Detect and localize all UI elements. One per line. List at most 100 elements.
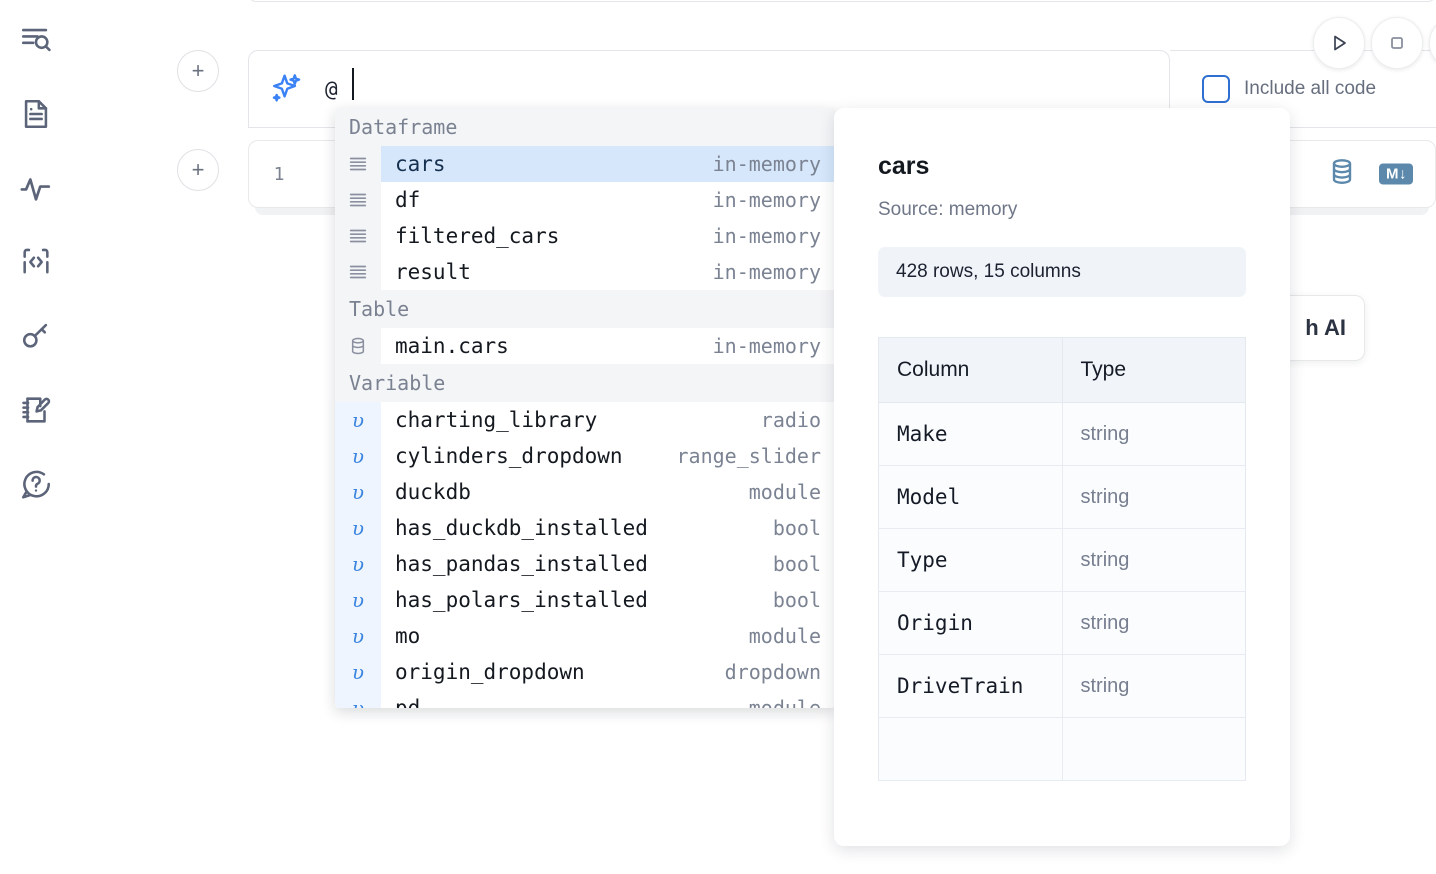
left-icon-rail bbox=[0, 0, 72, 874]
variable-icon: υ bbox=[335, 690, 381, 708]
detail-shape-badge: 428 rows, 15 columns bbox=[878, 247, 1246, 297]
activity-pulse-icon[interactable] bbox=[14, 166, 58, 210]
dataframe-icon bbox=[335, 254, 381, 290]
column-header-type: Type bbox=[1062, 337, 1246, 403]
plus-icon: + bbox=[191, 58, 205, 83]
dataframe-icon bbox=[335, 182, 381, 218]
autocomplete-item-name: cylinders_dropdown bbox=[395, 444, 623, 468]
column-header-column: Column bbox=[878, 337, 1063, 403]
autocomplete-item-name: duckdb bbox=[395, 480, 471, 504]
autocomplete-item-type: in-memory bbox=[712, 224, 821, 248]
document-icon[interactable] bbox=[14, 92, 58, 136]
column-name-cell: Type bbox=[878, 528, 1063, 592]
column-type-cell: string bbox=[1062, 591, 1246, 655]
column-type-cell: string bbox=[1062, 465, 1246, 529]
autocomplete-item-name: cars bbox=[395, 152, 446, 176]
autocomplete-item-type: module bbox=[748, 696, 821, 708]
autocomplete-item[interactable]: cars in-memory bbox=[335, 146, 835, 182]
autocomplete-item[interactable]: υ pd module bbox=[335, 690, 835, 708]
markdown-icon[interactable]: M↓ bbox=[1379, 163, 1413, 185]
autocomplete-item-name: main.cars bbox=[395, 334, 509, 358]
detail-title: cars bbox=[878, 152, 930, 180]
column-type-cell: string bbox=[1062, 654, 1246, 718]
autocomplete-item-name: has_pandas_installed bbox=[395, 552, 648, 576]
column-name-cell: Make bbox=[878, 402, 1063, 466]
column-name-cell: Origin bbox=[878, 591, 1063, 655]
column-type-cell bbox=[1062, 717, 1246, 781]
autocomplete-item[interactable]: result in-memory bbox=[335, 254, 835, 290]
table-db-icon bbox=[335, 328, 381, 364]
autocomplete-item-type: dropdown bbox=[724, 660, 821, 684]
column-name-cell bbox=[878, 717, 1063, 781]
dataframe-icon bbox=[335, 218, 381, 254]
autocomplete-item-type: module bbox=[748, 624, 821, 648]
autocomplete-item-name: origin_dropdown bbox=[395, 660, 585, 684]
help-chat-icon[interactable] bbox=[14, 462, 58, 506]
autocomplete-item-body: origin_dropdown dropdown bbox=[381, 654, 835, 690]
key-icon[interactable] bbox=[14, 314, 58, 358]
table-row-partial bbox=[878, 717, 1246, 781]
autocomplete-item-name: charting_library bbox=[395, 408, 598, 432]
autocomplete-item-body: cylinders_dropdown range_slider bbox=[381, 438, 835, 474]
database-icon[interactable] bbox=[1327, 157, 1357, 192]
ai-prompt-input[interactable] bbox=[325, 69, 1169, 109]
autocomplete-item-name: mo bbox=[395, 624, 421, 648]
autocomplete-item-type: radio bbox=[760, 408, 821, 432]
run-button[interactable] bbox=[1313, 17, 1365, 69]
text-caret bbox=[352, 68, 354, 100]
add-cell-button-bottom[interactable]: + bbox=[177, 149, 219, 191]
dataframe-icon bbox=[335, 146, 381, 182]
autocomplete-group-header: Dataframe bbox=[335, 108, 835, 146]
column-name-cell: Model bbox=[878, 465, 1063, 529]
autocomplete-item-type: in-memory bbox=[712, 260, 821, 284]
autocomplete-item-type: bool bbox=[772, 588, 821, 612]
autocomplete-item-body: pd module bbox=[381, 690, 835, 708]
detail-source: Source: memory bbox=[878, 199, 1018, 220]
autocomplete-item-type: range_slider bbox=[676, 444, 822, 468]
column-type-cell: string bbox=[1062, 528, 1246, 592]
cell-icon-group: M↓ bbox=[1327, 157, 1413, 192]
variable-icon: υ bbox=[335, 654, 381, 690]
include-all-code-label: Include all code bbox=[1244, 78, 1377, 99]
autocomplete-item-name: pd bbox=[395, 696, 421, 708]
variable-icon: υ bbox=[335, 510, 381, 546]
notebook-edit-icon[interactable] bbox=[14, 388, 58, 432]
include-all-code-checkbox[interactable] bbox=[1202, 75, 1230, 103]
autocomplete-item-name: df bbox=[395, 188, 421, 212]
autocomplete-item-name: result bbox=[395, 260, 471, 284]
explore-search-icon[interactable] bbox=[14, 18, 58, 62]
add-cell-button-top[interactable]: + bbox=[177, 50, 219, 92]
column-name-cell: DriveTrain bbox=[878, 654, 1063, 718]
line-number: 1 bbox=[273, 163, 285, 185]
variable-icon: υ bbox=[335, 546, 381, 582]
autocomplete-group-header: Table bbox=[335, 290, 835, 328]
autocomplete-item-type: in-memory bbox=[712, 152, 821, 176]
autocomplete-item[interactable]: υ origin_dropdown dropdown bbox=[335, 654, 835, 690]
autocomplete-item-body: cars in-memory bbox=[381, 146, 835, 182]
dataframe-detail-panel: cars Source: memory 428 rows, 15 columns… bbox=[834, 108, 1290, 846]
stop-button[interactable] bbox=[1371, 17, 1423, 69]
code-snippet-icon[interactable] bbox=[14, 240, 58, 284]
